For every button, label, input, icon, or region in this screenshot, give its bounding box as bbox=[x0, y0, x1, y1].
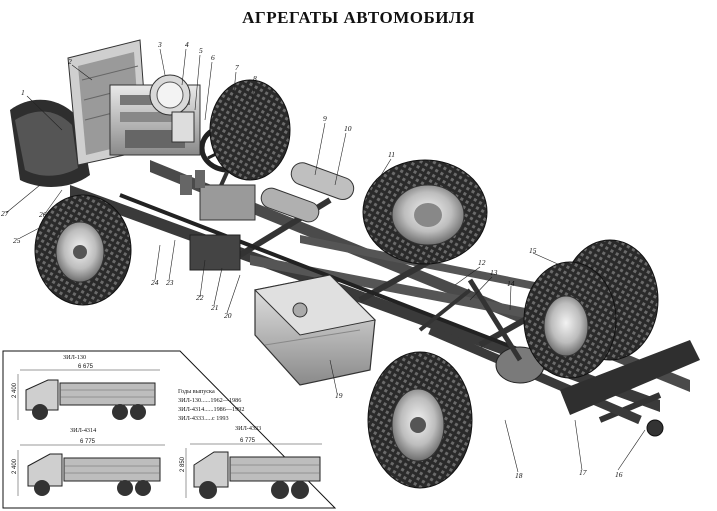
page-title: АГРЕГАТЫ АВТОМОБИЛЯ bbox=[242, 8, 475, 27]
callout-2: 2 bbox=[68, 57, 72, 66]
callout-27: 27 bbox=[1, 209, 9, 218]
wheel-rear-left bbox=[367, 351, 473, 489]
zil4314-length: 6 775 bbox=[80, 439, 96, 445]
callout-4: 4 bbox=[185, 40, 189, 49]
callouts: 1 2 3 4 5 6 7 8 9 10 11 12 13 14 15 16 1… bbox=[1, 40, 623, 480]
truck-zil4314: ЗИЛ-4314 6 775 2 400 bbox=[12, 427, 165, 496]
callout-18: 18 bbox=[515, 471, 523, 480]
air-tanks bbox=[260, 162, 355, 223]
rear-axle bbox=[418, 278, 642, 425]
callout-7: 7 bbox=[235, 63, 239, 72]
callout-14: 14 bbox=[507, 279, 515, 288]
zil4333-length: 6 775 bbox=[240, 438, 256, 444]
callout-19: 19 bbox=[335, 391, 343, 400]
callout-22: 22 bbox=[196, 293, 204, 302]
zil130-name: ЗИЛ-130 bbox=[63, 354, 86, 361]
rear-cross-member bbox=[560, 340, 700, 437]
zil4314-height: 2 400 bbox=[12, 458, 18, 474]
callout-15: 15 bbox=[529, 246, 537, 255]
gearbox bbox=[180, 170, 256, 271]
callout-8: 8 bbox=[253, 74, 257, 83]
callout-6: 6 bbox=[211, 53, 215, 62]
engine bbox=[109, 74, 201, 156]
callout-20: 20 bbox=[224, 311, 232, 320]
fuel-tank bbox=[253, 274, 377, 386]
callout-16: 16 bbox=[615, 470, 623, 479]
years-heading: Годы выпуска bbox=[178, 388, 215, 395]
spare-wheel bbox=[362, 159, 488, 265]
callout-25: 25 bbox=[13, 236, 21, 245]
zil130-height: 2 400 bbox=[12, 382, 18, 398]
callout-5: 5 bbox=[199, 46, 203, 55]
callout-1: 1 bbox=[21, 88, 25, 97]
wheel-rear-right-inner bbox=[523, 261, 617, 379]
years-row-2: ЗИЛ-4314......1986—1992 bbox=[178, 406, 244, 413]
front-bumper bbox=[10, 99, 90, 187]
truck-zil4333: ЗИЛ-4333 6 775 2 850 bbox=[180, 425, 322, 499]
truck-zil130: ЗИЛ-130 6 675 2 400 bbox=[12, 354, 160, 420]
callout-13: 13 bbox=[490, 268, 498, 277]
callout-21: 21 bbox=[211, 303, 219, 312]
wheel-front-right bbox=[209, 79, 291, 181]
callout-17: 17 bbox=[579, 468, 587, 477]
callout-11: 11 bbox=[388, 150, 395, 159]
years-row-1: ЗИЛ-130......1962—1986 bbox=[178, 397, 241, 404]
zil130-length: 6 675 bbox=[78, 364, 94, 370]
years-row-3: ЗИЛ-4333.....с 1993 bbox=[178, 415, 229, 422]
zil4333-name: ЗИЛ-4333 bbox=[235, 425, 261, 432]
zil4314-name: ЗИЛ-4314 bbox=[70, 427, 96, 434]
leader-lines bbox=[5, 48, 646, 473]
callout-24: 24 bbox=[151, 278, 159, 287]
callout-3: 3 bbox=[157, 40, 162, 49]
inset-panel: ЗИЛ-130 6 675 2 400 ЗИЛ-4314 6 775 2 400 bbox=[2, 350, 337, 509]
callout-23: 23 bbox=[166, 278, 174, 287]
zil4333-height: 2 850 bbox=[180, 456, 186, 472]
wheel-front-left bbox=[34, 194, 132, 306]
callout-9: 9 bbox=[323, 114, 327, 123]
callout-12: 12 bbox=[478, 258, 486, 267]
callout-26: 26 bbox=[39, 210, 47, 219]
production-years: Годы выпуска ЗИЛ-130......1962—1986 ЗИЛ-… bbox=[178, 388, 244, 422]
callout-10: 10 bbox=[344, 124, 352, 133]
